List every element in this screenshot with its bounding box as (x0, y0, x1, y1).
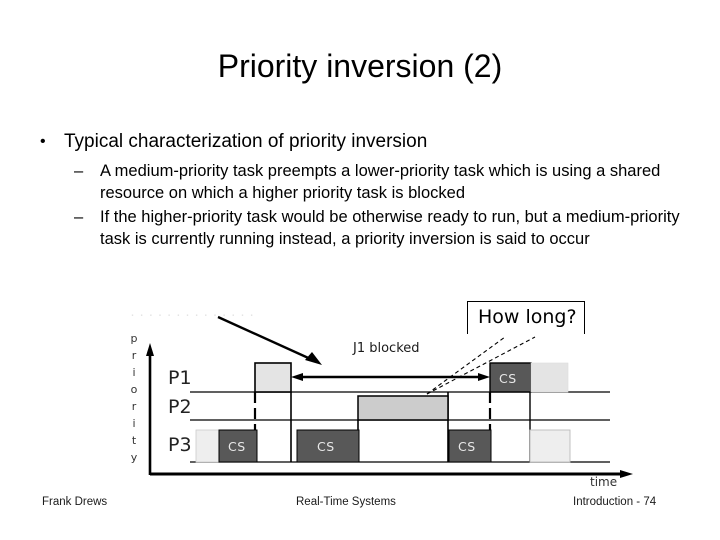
task-block-p1-2 (530, 362, 569, 393)
bullet-list: • Typical characterization of priority i… (32, 130, 692, 250)
cs-label-p1: CS (499, 371, 517, 386)
y-axis-letter: r (131, 400, 137, 413)
bullet-dot-icon: • (40, 133, 46, 150)
slide-footer: Frank Drews Real-Time Systems Introducti… (0, 496, 720, 516)
task-block-p3-2 (529, 429, 571, 463)
footer-slide-number: Introduction - 74 (573, 496, 657, 508)
callout-arrow-line (217, 315, 316, 363)
task-block-p3-cs-3 (448, 429, 492, 463)
page-title: Priority inversion (2) (217, 48, 503, 84)
bullet-level1: • Typical characterization of priority i… (32, 130, 692, 154)
ghost-text-remnant: · · · · · · · · · · · · · · (130, 306, 255, 318)
howlong-leader-1 (426, 336, 506, 395)
y-axis-letter: t (131, 434, 137, 447)
y-axis-letter: i (132, 417, 136, 430)
row-label-p3: P3 (168, 434, 192, 456)
x-axis-arrowhead (620, 470, 633, 478)
y-axis-letter: i (132, 366, 136, 379)
blocking-span-arrowhead-right (478, 373, 490, 381)
bullet-level1-text: Typical characterization of priority inv… (64, 131, 428, 152)
blocking-span-arrowhead-left (291, 373, 303, 381)
annotation-j1-blocked: J1 blocked (353, 341, 420, 356)
y-axis-letter: o (130, 383, 138, 396)
how-long-callout-box (467, 301, 585, 334)
row-label-p2: P2 (168, 396, 192, 418)
y-axis-label-priority: p r i o r i t y (126, 330, 142, 466)
y-axis-letter: r (131, 349, 137, 362)
cs-label-p3-2: CS (317, 439, 335, 454)
y-axis-letter: p (130, 332, 138, 345)
dash-bullet-icon: – (74, 162, 84, 180)
annotation-how-long: How long? (478, 306, 577, 328)
footer-course: Real-Time Systems (296, 496, 396, 508)
bullet-level2-b-text: If the higher-priority task would be oth… (100, 208, 680, 248)
task-block-p1-cs (489, 362, 532, 393)
y-axis-letter: y (130, 451, 138, 464)
task-block-p1-1 (254, 362, 292, 393)
bullet-level2-b: – If the higher-priority task would be o… (32, 206, 692, 250)
task-block-p3-cs-1 (218, 429, 258, 463)
howlong-leader-2 (426, 336, 536, 395)
x-axis-label-time: time (590, 475, 618, 489)
task-block-p3-cs-2 (296, 429, 360, 463)
cs-label-p3-3: CS (458, 439, 476, 454)
bullet-level2-a-text: A medium-priority task preempts a lower-… (100, 162, 661, 202)
y-axis-arrowhead (146, 343, 154, 356)
bullet-level2-a: – A medium-priority task preempts a lowe… (32, 160, 692, 204)
cs-label-p3-1: CS (228, 439, 246, 454)
task-block-p2-1 (357, 395, 449, 421)
task-block-p3-1 (195, 429, 220, 463)
row-label-p1: P1 (168, 367, 192, 389)
dash-bullet-icon: – (74, 208, 84, 226)
callout-arrow-head (305, 352, 322, 365)
footer-author: Frank Drews (42, 496, 108, 508)
